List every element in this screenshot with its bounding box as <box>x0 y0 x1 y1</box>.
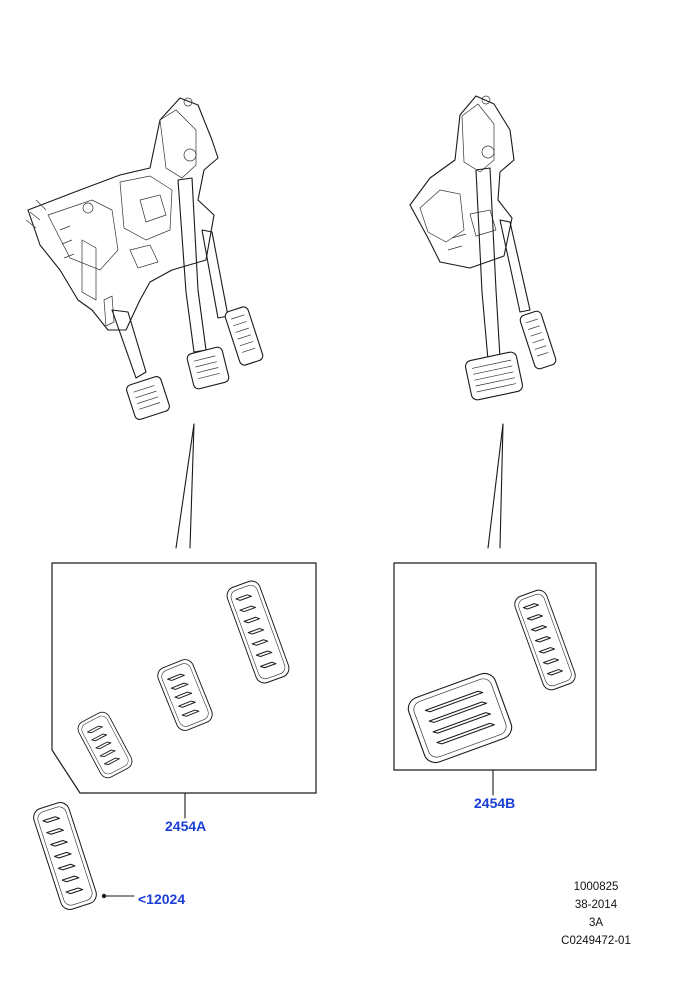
kit-b-pad-long <box>511 587 579 693</box>
kit-b-pad-wide <box>404 669 516 767</box>
kit-a-pad-long <box>224 578 292 686</box>
kit-b-box <box>393 562 597 796</box>
info-line-1: 1000825 <box>574 881 619 893</box>
info-line-4: C0249472-01 <box>561 935 631 947</box>
kit-a-pad-medium <box>154 656 216 734</box>
callout-2454b[interactable]: 2454B <box>474 795 515 811</box>
pedal-box-two-pedal <box>409 95 557 401</box>
pedal-box-three-pedal <box>25 97 264 420</box>
kit-a-pad-small <box>74 708 136 782</box>
single-accelerator-pad <box>30 799 135 913</box>
leader-lines-right <box>487 423 504 549</box>
leader-lines-left <box>175 423 195 549</box>
info-line-3: 3A <box>589 917 603 929</box>
drawing-info-block: 1000825 38-2014 3A C0249472-01 <box>561 881 631 947</box>
kit-a-box <box>51 562 317 819</box>
info-line-2: 38-2014 <box>575 899 618 911</box>
callout-2454a[interactable]: 2454A <box>165 818 206 834</box>
callout-12024[interactable]: <12024 <box>138 891 185 907</box>
